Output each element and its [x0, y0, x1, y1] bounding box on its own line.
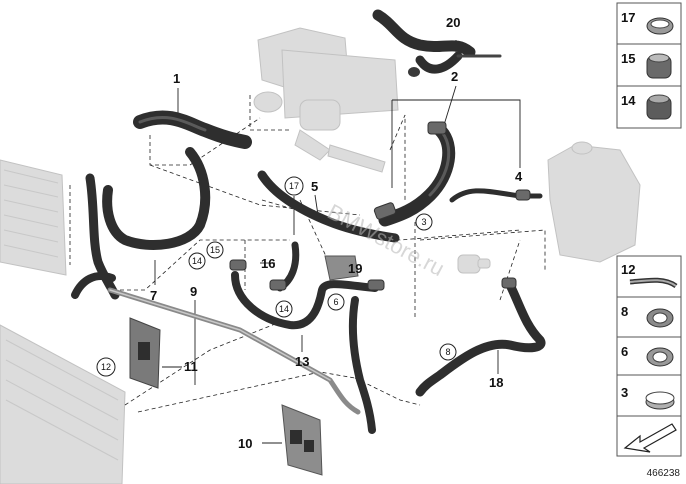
pipe-part-9 [107, 287, 361, 415]
callout-16: 16 [261, 256, 275, 271]
svg-text:3: 3 [421, 217, 426, 227]
radiator-upper-ghost [0, 159, 67, 276]
hose-part-20 [372, 9, 502, 77]
svg-text:14: 14 [279, 304, 289, 314]
hose-part-5 [257, 170, 400, 243]
circled-callout-15: 15 [206, 241, 224, 259]
svg-text:6: 6 [621, 344, 628, 359]
hoses [71, 9, 546, 434]
callout-18: 18 [489, 375, 503, 390]
hose-part-13 [231, 271, 379, 434]
connector-clamps [229, 121, 531, 291]
bracket-part-10 [281, 404, 323, 476]
hose-part-7 [71, 147, 211, 300]
arrow-icon [623, 423, 677, 453]
bracket-part-19 [324, 255, 359, 281]
legend-item-17: 17 [621, 10, 674, 35]
callout-1: 1 [173, 71, 180, 86]
legend-item-15: 15 [621, 51, 672, 79]
circled-callout-17: 17 [284, 176, 304, 196]
hose-part-2 [378, 123, 456, 227]
document-id: 466238 [647, 468, 681, 479]
svg-text:12: 12 [621, 262, 635, 277]
svg-text:12: 12 [101, 362, 111, 372]
callout-19: 19 [348, 261, 362, 276]
callout-2: 2 [451, 69, 458, 84]
legend-item-12: 12 [621, 262, 678, 289]
callout-9: 9 [190, 284, 197, 299]
callout-13: 13 [295, 354, 309, 369]
legend-bottom-panel: 12 8 6 3 [616, 255, 682, 457]
expansion-tank-ghost [547, 141, 641, 263]
svg-text:14: 14 [621, 93, 636, 108]
callout-20: 20 [446, 15, 460, 30]
svg-text:8: 8 [621, 304, 628, 319]
circled-callout-3: 3 [415, 213, 433, 231]
legend-item-3: 3 [621, 385, 675, 410]
aux-pump-ghost [457, 254, 491, 274]
circled-callout-6: 6 [327, 293, 345, 311]
callout-7: 7 [150, 288, 157, 303]
callout-4: 4 [515, 169, 523, 184]
svg-text:14: 14 [192, 256, 202, 266]
svg-text:15: 15 [621, 51, 635, 66]
callout-11: 11 [184, 359, 198, 374]
radiator-lower-ghost [0, 324, 126, 484]
circled-callout-12: 12 [96, 357, 116, 377]
ghost-components [0, 27, 641, 484]
svg-text:15: 15 [210, 245, 220, 255]
callout-10: 10 [238, 436, 252, 451]
leader-lines [154, 40, 521, 444]
bracket-part-11 [129, 317, 161, 389]
legend-item-14: 14 [621, 93, 672, 120]
svg-text:6: 6 [333, 297, 338, 307]
callout-5: 5 [311, 179, 318, 194]
hose-part-18 [415, 280, 546, 397]
svg-text:8: 8 [445, 347, 450, 357]
circled-callout-8: 8 [439, 343, 457, 361]
callout-labels: 1 2 4 5 7 9 10 11 13 16 18 19 20 [150, 15, 523, 451]
circled-callout-14b: 14 [275, 300, 293, 318]
svg-text:3: 3 [621, 385, 628, 400]
legend-item-8: 8 [621, 304, 674, 328]
svg-text:17: 17 [621, 10, 635, 25]
legend-top-panel: 17 15 14 [616, 2, 682, 129]
legend-item-6: 6 [621, 344, 674, 367]
svg-text:17: 17 [289, 181, 299, 191]
hose-part-1 [133, 110, 252, 149]
circled-callouts: 17 3 15 14 14 6 8 12 [96, 176, 457, 377]
brackets-and-clamps [129, 121, 531, 476]
egr-module-ghost [253, 27, 399, 173]
circled-callout-14a: 14 [188, 252, 206, 270]
